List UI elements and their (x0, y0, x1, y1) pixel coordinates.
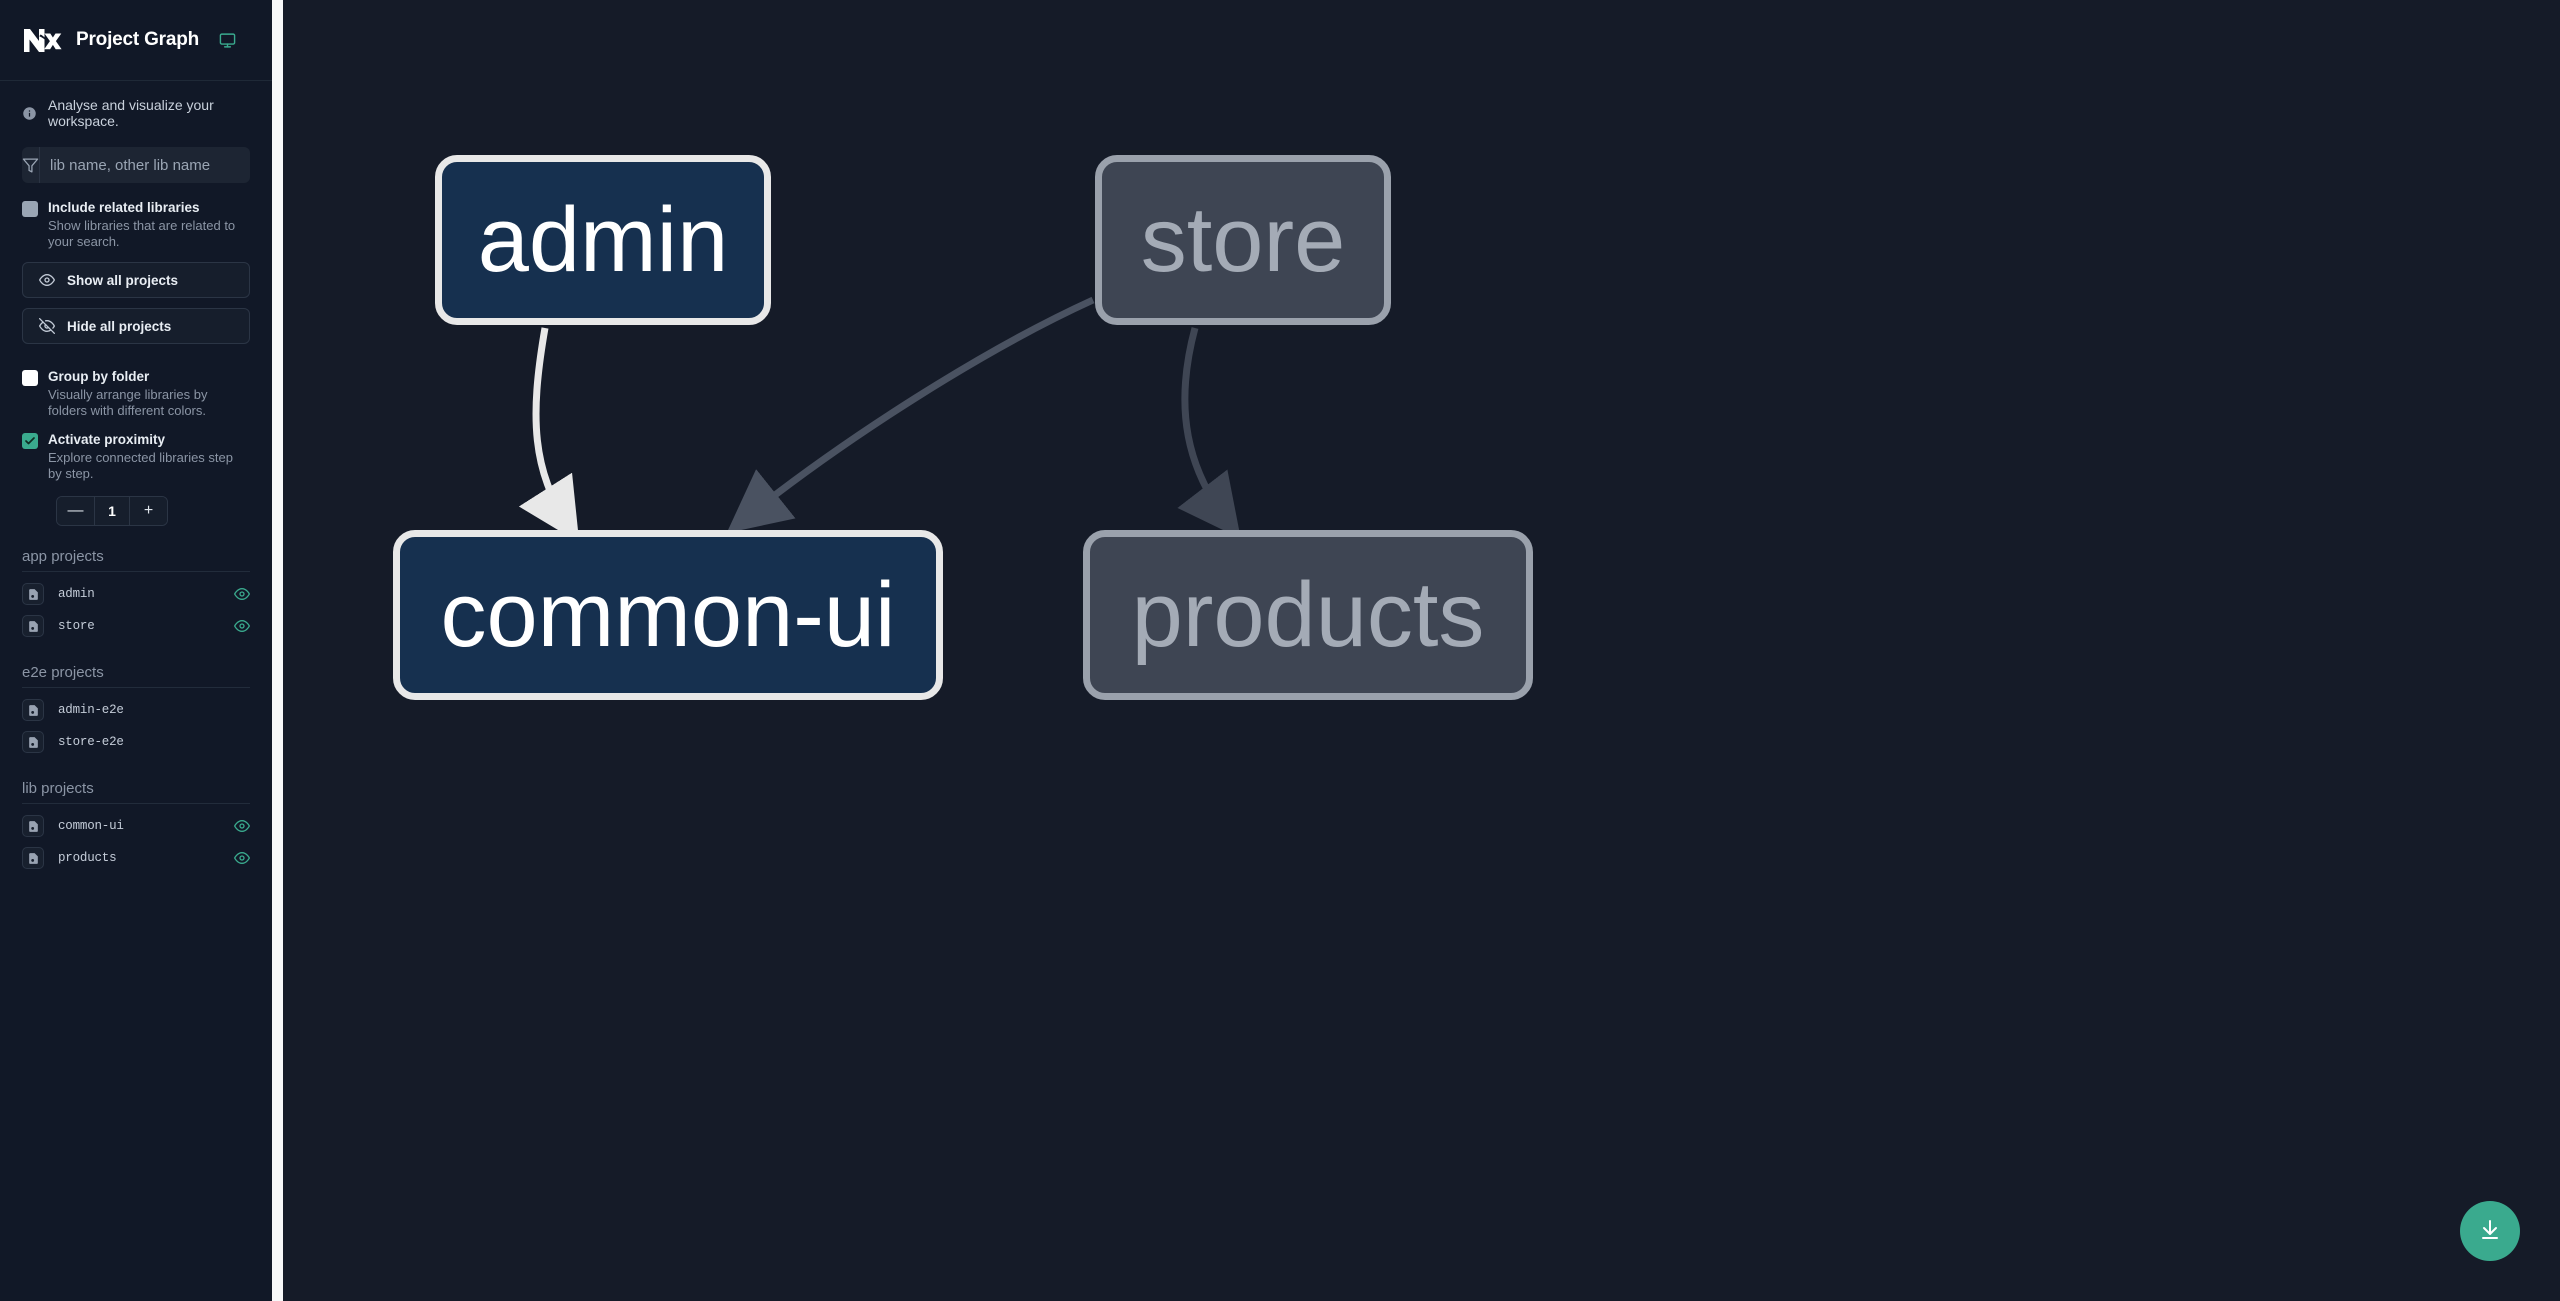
graph-canvas[interactable]: admin store common-ui products (283, 0, 2560, 1301)
hide-all-projects-button[interactable]: Hide all projects (22, 308, 250, 344)
group-by-folder-checkbox[interactable] (22, 370, 38, 386)
nx-logo-icon (22, 25, 62, 55)
project-name: products (58, 851, 117, 865)
project-name: store (58, 619, 95, 633)
project-group: e2e projects admin-e2e store-e2e (0, 642, 272, 758)
project-list-item[interactable]: common-ui (22, 810, 250, 842)
proximity-decrement-button[interactable]: — (57, 497, 94, 525)
include-related-libraries-description: Show libraries that are related to your … (48, 218, 236, 249)
activate-proximity-text: Activate proximity Explore connected lib… (48, 431, 248, 482)
graph-node-label: products (1131, 564, 1485, 666)
edge-store-to-common-ui (726, 296, 1095, 534)
project-file-icon[interactable] (22, 731, 44, 753)
group-by-folder-row[interactable]: Group by folder Visually arrange librari… (0, 344, 272, 419)
edge-store-to-products (1177, 327, 1241, 539)
page-title: Project Graph (76, 29, 200, 50)
search-box[interactable] (22, 147, 250, 183)
project-list-item[interactable]: store (22, 610, 250, 642)
search-input[interactable] (40, 147, 250, 183)
activate-proximity-label: Activate proximity (48, 432, 166, 447)
eye-icon[interactable] (234, 586, 250, 602)
graph-edges (518, 296, 1241, 543)
include-related-libraries-text: Include related libraries Show libraries… (48, 199, 248, 250)
graph-node-label: admin (477, 189, 729, 291)
project-name: admin (58, 587, 95, 601)
sidebar-resize-handle[interactable] (272, 0, 283, 1301)
project-group-title: lib projects (22, 758, 250, 804)
group-by-folder-description: Visually arrange libraries by folders wi… (48, 387, 208, 418)
tagline-row: Analyse and visualize your workspace. (0, 81, 272, 143)
eye-icon[interactable] (234, 850, 250, 866)
project-group: lib projects common-ui products (0, 758, 272, 874)
show-all-projects-label: Show all projects (67, 272, 179, 288)
group-by-folder-text: Group by folder Visually arrange librari… (48, 368, 248, 419)
graph-node-admin[interactable]: admin (435, 155, 771, 325)
proximity-value: 1 (94, 497, 130, 525)
download-icon (2478, 1218, 2502, 1245)
activate-proximity-checkbox[interactable] (22, 433, 38, 449)
include-related-libraries-label: Include related libraries (48, 200, 200, 215)
activate-proximity-row[interactable]: Activate proximity Explore connected lib… (0, 419, 272, 482)
eye-icon[interactable] (234, 818, 250, 834)
monitor-icon[interactable] (219, 32, 236, 49)
project-list-item[interactable]: admin-e2e (22, 694, 250, 726)
project-group: app projects admin store (0, 526, 272, 642)
include-related-libraries-checkbox[interactable] (22, 201, 38, 217)
tagline-text: Analyse and visualize your workspace. (48, 97, 214, 129)
sidebar: Project Graph Analyse and visualize your… (0, 0, 272, 1301)
eye-icon (39, 272, 55, 288)
proximity-increment-button[interactable]: + (130, 497, 167, 525)
filter-wrapper (0, 143, 272, 183)
project-file-icon[interactable] (22, 615, 44, 637)
include-related-libraries-row[interactable]: Include related libraries Show libraries… (0, 183, 272, 250)
activate-proximity-description: Explore connected libraries step by step… (48, 450, 233, 481)
graph-node-products[interactable]: products (1083, 530, 1533, 700)
project-name: common-ui (58, 819, 124, 833)
project-list-item[interactable]: store-e2e (22, 726, 250, 758)
eye-icon[interactable] (234, 618, 250, 634)
project-file-icon[interactable] (22, 847, 44, 869)
project-group-title: e2e projects (22, 642, 250, 688)
sidebar-header: Project Graph (0, 0, 272, 81)
download-graph-button[interactable] (2460, 1201, 2520, 1261)
edge-admin-to-common-ui (518, 327, 580, 543)
graph-node-label: store (1140, 189, 1346, 291)
eye-off-icon (39, 318, 55, 334)
graph-node-store[interactable]: store (1095, 155, 1391, 325)
hide-all-projects-label: Hide all projects (67, 318, 172, 334)
info-icon (22, 106, 38, 121)
project-name: store-e2e (58, 735, 124, 749)
project-name: admin-e2e (58, 703, 124, 717)
group-by-folder-label: Group by folder (48, 369, 150, 384)
project-file-icon[interactable] (22, 583, 44, 605)
graph-node-common-ui[interactable]: common-ui (393, 530, 943, 700)
project-list-item[interactable]: admin (22, 578, 250, 610)
project-list-item[interactable]: products (22, 842, 250, 874)
project-group-title: app projects (22, 526, 250, 572)
graph-node-label: common-ui (440, 564, 896, 666)
show-all-projects-button[interactable]: Show all projects (22, 262, 250, 298)
project-file-icon[interactable] (22, 815, 44, 837)
project-list: app projects admin store e2e projects admin-… (0, 526, 272, 1301)
project-file-icon[interactable] (22, 699, 44, 721)
filter-funnel-icon[interactable] (22, 147, 40, 183)
proximity-stepper: — 1 + (56, 496, 168, 526)
visibility-buttons: Show all projects Hide all projects (0, 250, 272, 344)
